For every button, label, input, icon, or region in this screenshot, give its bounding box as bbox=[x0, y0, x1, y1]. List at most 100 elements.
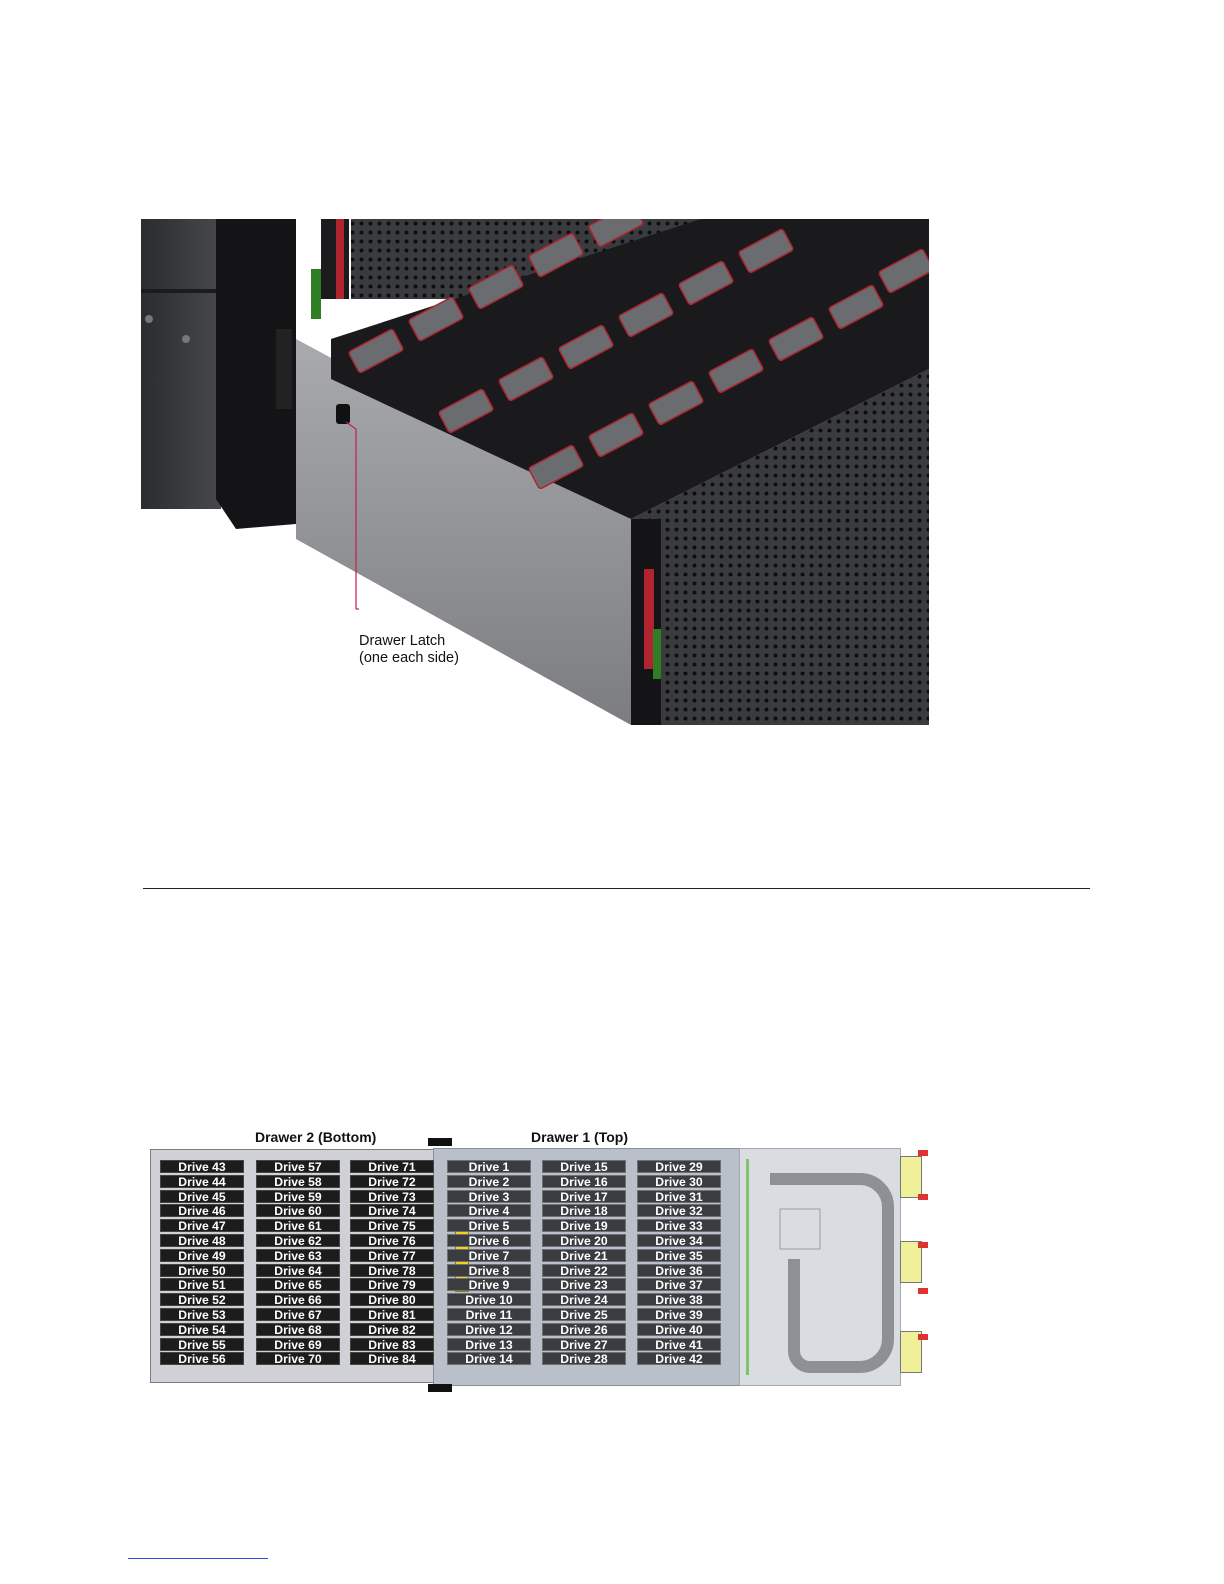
drive-slot: Drive 77 bbox=[350, 1248, 434, 1262]
drive-slot: Drive 6 bbox=[447, 1233, 531, 1247]
drive-slot: Drive 8 bbox=[447, 1263, 531, 1277]
drive-slot: Drive 63 bbox=[256, 1248, 340, 1262]
drive-slot: Drive 15 bbox=[542, 1160, 626, 1173]
drive-slot: Drive 24 bbox=[542, 1293, 626, 1307]
drive-slot: Drive 74 bbox=[350, 1204, 434, 1218]
drive-slot: Drive 64 bbox=[256, 1263, 340, 1277]
drive-slot: Drive 46 bbox=[160, 1204, 244, 1218]
drive-slot: Drive 23 bbox=[542, 1278, 626, 1292]
psu-release-tab bbox=[918, 1194, 928, 1200]
drive-slot: Drive 41 bbox=[637, 1337, 721, 1351]
drawer1-top-handle bbox=[428, 1138, 452, 1146]
drive-slot: Drive 7 bbox=[447, 1248, 531, 1262]
drive-slot: Drive 48 bbox=[160, 1233, 244, 1247]
drive-slot: Drive 17 bbox=[542, 1189, 626, 1203]
psu-release-tab bbox=[918, 1288, 928, 1294]
drive-slot: Drive 59 bbox=[256, 1189, 340, 1203]
drive-slot: Drive 67 bbox=[256, 1307, 340, 1321]
psu-module bbox=[900, 1156, 922, 1198]
drive-slot: Drive 31 bbox=[637, 1189, 721, 1203]
drive-slot: Drive 81 bbox=[350, 1307, 434, 1321]
drawer1-bottom-handle bbox=[428, 1384, 452, 1392]
drive-slot: Drive 82 bbox=[350, 1322, 434, 1336]
psu-module bbox=[900, 1241, 922, 1283]
callout-line-1: Drawer Latch bbox=[359, 633, 446, 649]
psu-release-tab bbox=[918, 1334, 928, 1340]
drive-slot: Drive 70 bbox=[256, 1352, 340, 1366]
drive-slot: Drive 72 bbox=[350, 1174, 434, 1188]
drive-slot: Drive 12 bbox=[447, 1322, 531, 1336]
drive-slot: Drive 19 bbox=[542, 1219, 626, 1233]
drive-carrier-row bbox=[348, 219, 929, 490]
callout-leader-line bbox=[345, 421, 357, 609]
enclosure-drawing bbox=[141, 219, 929, 725]
drive-slot: Drive 11 bbox=[447, 1307, 531, 1321]
section-divider bbox=[143, 888, 1090, 889]
drawer-latch-callout: Drawer Latch (one each side) bbox=[359, 633, 459, 667]
drive-slot: Drive 83 bbox=[350, 1337, 434, 1351]
drive-slot: Drive 50 bbox=[160, 1263, 244, 1277]
drive-slot: Drive 44 bbox=[160, 1174, 244, 1188]
drive-slot: Drive 53 bbox=[160, 1307, 244, 1321]
drive-slot: Drive 62 bbox=[256, 1233, 340, 1247]
drawer1-title: Drawer 1 (Top) bbox=[531, 1129, 628, 1145]
drive-slot: Drive 65 bbox=[256, 1278, 340, 1292]
drive-slot: Drive 3 bbox=[447, 1189, 531, 1203]
drawer2-title: Drawer 2 (Bottom) bbox=[255, 1129, 377, 1145]
drive-slot: Drive 35 bbox=[637, 1248, 721, 1262]
callout-line-2: (one each side) bbox=[359, 650, 459, 666]
drive-slot: Drive 36 bbox=[637, 1263, 721, 1277]
drive-slot: Drive 21 bbox=[542, 1248, 626, 1262]
drawer-latch bbox=[336, 404, 350, 424]
psu-release-tab bbox=[918, 1150, 928, 1156]
drive-slot: Drive 73 bbox=[350, 1189, 434, 1203]
drive-slot: Drive 16 bbox=[542, 1174, 626, 1188]
drive-slot: Drive 56 bbox=[160, 1352, 244, 1366]
drive-slot: Drive 58 bbox=[256, 1174, 340, 1188]
drive-slot: Drive 28 bbox=[542, 1352, 626, 1366]
drive-slot: Drive 18 bbox=[542, 1204, 626, 1218]
drive-slot: Drive 42 bbox=[637, 1352, 721, 1366]
drive-slot: Drive 30 bbox=[637, 1174, 721, 1188]
drive-slot: Drive 43 bbox=[160, 1160, 244, 1173]
drive-slot: Drive 52 bbox=[160, 1293, 244, 1307]
enclosure-drawer-illustration bbox=[141, 219, 929, 725]
drive-slot: Drive 22 bbox=[542, 1263, 626, 1277]
drive-slot: Drive 10 bbox=[447, 1293, 531, 1307]
drive-slot: Drive 33 bbox=[637, 1219, 721, 1233]
drive-slot: Drive 37 bbox=[637, 1278, 721, 1292]
drive-slot: Drive 84 bbox=[350, 1352, 434, 1366]
drive-slot: Drive 14 bbox=[447, 1352, 531, 1366]
drive-slot: Drive 32 bbox=[637, 1204, 721, 1218]
drive-slot: Drive 78 bbox=[350, 1263, 434, 1277]
drive-slot: Drive 61 bbox=[256, 1219, 340, 1233]
drive-slot: Drive 60 bbox=[256, 1204, 340, 1218]
drive-slot: Drive 75 bbox=[350, 1219, 434, 1233]
footer-link-underline bbox=[128, 1558, 268, 1559]
drive-slot: Drive 39 bbox=[637, 1307, 721, 1321]
drive-slot: Drive 69 bbox=[256, 1337, 340, 1351]
drive-slot: Drive 27 bbox=[542, 1337, 626, 1351]
drive-slot: Drive 13 bbox=[447, 1337, 531, 1351]
drive-slot: Drive 76 bbox=[350, 1233, 434, 1247]
drive-slot: Drive 4 bbox=[447, 1204, 531, 1218]
drive-slot: Drive 80 bbox=[350, 1293, 434, 1307]
psu-module bbox=[900, 1331, 922, 1373]
psu-release-tab bbox=[918, 1242, 928, 1248]
drive-slot: Drive 54 bbox=[160, 1322, 244, 1336]
drive-slot: Drive 71 bbox=[350, 1160, 434, 1173]
drive-slot: Drive 47 bbox=[160, 1219, 244, 1233]
cable-chain-drawing bbox=[746, 1159, 894, 1375]
drive-slot: Drive 45 bbox=[160, 1189, 244, 1203]
drive-slot: Drive 49 bbox=[160, 1248, 244, 1262]
drive-slot: Drive 2 bbox=[447, 1174, 531, 1188]
drive-slot: Drive 38 bbox=[637, 1293, 721, 1307]
drive-slot: Drive 40 bbox=[637, 1322, 721, 1336]
drive-slot: Drive 66 bbox=[256, 1293, 340, 1307]
drive-slot: Drive 79 bbox=[350, 1278, 434, 1292]
